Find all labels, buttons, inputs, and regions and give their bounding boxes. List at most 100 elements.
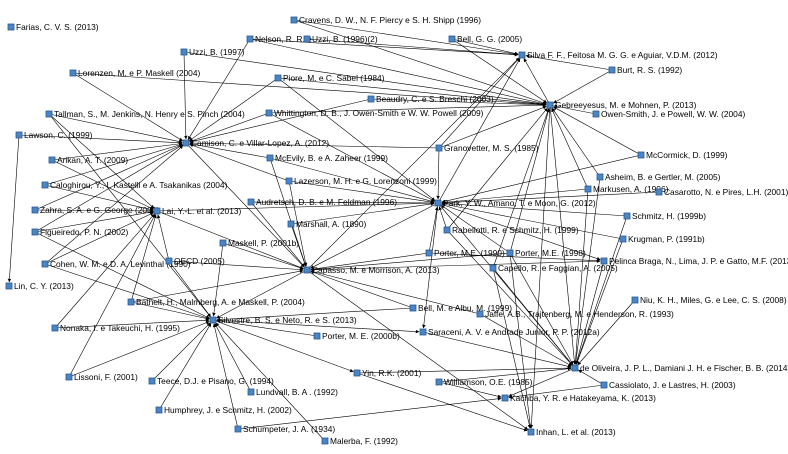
- node-cravens[interactable]: Cravens, D. W., N. F. Piercy e S. H. Shi…: [290, 15, 481, 25]
- node-marker[interactable]: [434, 199, 442, 207]
- node-mccormick[interactable]: McCormick, D. (1999): [637, 150, 728, 160]
- node-malerba[interactable]: Malerba, F. (1992): [321, 436, 398, 446]
- node-humphrey[interactable]: Humphrey, J. e Schmitz, H. (2002): [155, 405, 292, 415]
- node-marker[interactable]: [265, 109, 273, 117]
- node-marker[interactable]: [476, 310, 484, 318]
- node-marker[interactable]: [367, 95, 375, 103]
- node-cassiolato[interactable]: Cassiolato, J. e Lastres, H. (2003): [600, 380, 736, 390]
- node-marker[interactable]: [600, 257, 608, 265]
- node-marker[interactable]: [41, 181, 49, 189]
- node-marker[interactable]: [165, 257, 173, 265]
- node-marker[interactable]: [655, 188, 663, 196]
- node-caloghirou[interactable]: Caloghirou, Y., I. Kastelli e A. Tsakani…: [41, 180, 228, 190]
- node-marker[interactable]: [409, 304, 417, 312]
- node-krugman[interactable]: Krugman, P. (1991b): [619, 234, 705, 244]
- node-oecd[interactable]: OECD (2005): [165, 256, 225, 266]
- node-markusen[interactable]: Markusen, A. (1996): [584, 184, 669, 194]
- node-marker[interactable]: [419, 328, 427, 336]
- node-marker[interactable]: [148, 377, 156, 385]
- node-lorenzen[interactable]: Lorenzen, M. e P. Maskell (2004): [69, 68, 200, 78]
- node-farias[interactable]: Farias, C. V. S. (2013): [7, 22, 99, 32]
- node-marshall[interactable]: Marshall, A. (1890): [287, 219, 366, 229]
- node-arikan[interactable]: Arikan, A. T. (2009): [48, 155, 128, 165]
- node-marker[interactable]: [180, 48, 188, 56]
- node-marker[interactable]: [592, 110, 600, 118]
- node-capello[interactable]: Capello, R. e Faggian, A. (2005): [489, 263, 618, 273]
- node-marker[interactable]: [48, 156, 56, 164]
- node-saraceni[interactable]: Saraceni, A. V. e Andrade Junior, P. P. …: [419, 327, 600, 337]
- node-camison[interactable]: Camison, C. e Villar-Lopez, A. (2012): [182, 138, 329, 148]
- node-marker[interactable]: [274, 74, 282, 82]
- node-marker[interactable]: [266, 154, 274, 162]
- node-marker[interactable]: [15, 131, 23, 139]
- node-park[interactable]: Park, Y. W., Amano, T. e Moon, G. (2012): [434, 198, 596, 208]
- node-lawson[interactable]: Lawson, C. (1999): [15, 130, 93, 140]
- node-tallman[interactable]: Tallman, S., M. Jenkins, N. Henry e S. P…: [45, 109, 245, 119]
- node-marker[interactable]: [7, 23, 15, 31]
- node-casarotto[interactable]: Casarotto, N. e Pires, L.H. (2001): [655, 187, 788, 197]
- node-lin[interactable]: Lin, C. Y. (2013): [5, 281, 74, 291]
- node-piore[interactable]: Piore, M. e C. Sabel (1984): [274, 73, 385, 83]
- node-marker[interactable]: [247, 388, 255, 396]
- node-marker[interactable]: [41, 260, 49, 268]
- node-marker[interactable]: [31, 228, 39, 236]
- node-capasso[interactable]: Capasso, M. e Morrison, A. (2013): [303, 265, 440, 275]
- node-marker[interactable]: [518, 51, 526, 59]
- node-marker[interactable]: [435, 378, 443, 386]
- node-marker[interactable]: [637, 151, 645, 159]
- node-marker[interactable]: [527, 428, 535, 436]
- node-marker[interactable]: [501, 394, 509, 402]
- node-marker[interactable]: [234, 425, 242, 433]
- node-williamson[interactable]: Williamson, O.E. (1985): [435, 377, 533, 387]
- node-marker[interactable]: [303, 35, 311, 43]
- node-porter90[interactable]: Porter, M.E. (1990): [425, 248, 505, 258]
- node-whittington[interactable]: Whittington, D. B., J. Owen-Smith e W. W…: [265, 108, 484, 118]
- node-marker[interactable]: [571, 364, 579, 372]
- node-inhan[interactable]: Inhan, L. et al. (2013): [527, 427, 616, 437]
- node-porter2000[interactable]: Porter, M. E. (2000b): [313, 331, 400, 341]
- node-mcevily[interactable]: McEvily, B. e A. Zaheer (1999): [266, 153, 388, 163]
- node-marker[interactable]: [246, 35, 254, 43]
- node-marker[interactable]: [127, 298, 135, 306]
- node-schumpeter[interactable]: Schumpeter, J. A. (1934): [234, 424, 335, 434]
- node-marker[interactable]: [631, 296, 639, 304]
- node-marker[interactable]: [69, 69, 77, 77]
- node-uzzi96[interactable]: Uzzi, B. (1996)(2): [303, 34, 378, 44]
- node-marker[interactable]: [182, 139, 190, 147]
- node-marker[interactable]: [608, 66, 616, 74]
- node-marker[interactable]: [313, 332, 321, 340]
- node-marker[interactable]: [489, 264, 497, 272]
- node-teece[interactable]: Teece, D.J. e Pisano, G. (1994): [148, 376, 274, 386]
- node-asheim[interactable]: Asheim, B. e Gertler, M. (2005): [596, 172, 721, 182]
- node-zahra[interactable]: Zahra, S. A. e G. George (2002): [31, 205, 159, 215]
- node-deoliveira[interactable]: de Oliveira, J. P. L., Damiani J. H. e F…: [571, 363, 788, 373]
- node-marker[interactable]: [287, 220, 295, 228]
- node-silvestre[interactable]: Silvestre, B. S. e Neto, R. e S. (2013): [209, 315, 357, 325]
- node-lai[interactable]: Lai, Y.-L. et al. (2013): [153, 206, 242, 216]
- node-owensmith[interactable]: Owen-Smith, J. e Powell, W. W. (2004): [592, 109, 745, 119]
- node-lundvall[interactable]: Lundvall, B. A . (1992): [247, 387, 338, 397]
- node-rabellotti[interactable]: Rabellotti, R. e Schmitz, H. (1999): [443, 225, 579, 235]
- node-marker[interactable]: [353, 369, 361, 377]
- node-marker[interactable]: [51, 324, 59, 332]
- node-nelson[interactable]: Nelson, R. R. e: [246, 34, 312, 44]
- node-marker[interactable]: [209, 316, 217, 324]
- node-marker[interactable]: [45, 110, 53, 118]
- node-granovetter[interactable]: Granovetter, M. S. (1985): [435, 143, 539, 153]
- node-uzzi97[interactable]: Uzzi, B. (1997): [180, 47, 245, 57]
- node-audretsch[interactable]: Audretsch, D. B. e M. Feldman (1996): [247, 197, 397, 207]
- node-marker[interactable]: [321, 437, 329, 445]
- node-marker[interactable]: [506, 249, 514, 257]
- node-niu[interactable]: Niu, K. H., Miles, G. e Lee, C. S. (2008…: [631, 295, 787, 305]
- node-schmitz99[interactable]: Schmitz, H. (1999b): [623, 211, 706, 221]
- node-marker[interactable]: [596, 173, 604, 181]
- node-bellalbu[interactable]: Bell, M. e Albu, M. (1999): [409, 303, 512, 313]
- node-marker[interactable]: [219, 239, 227, 247]
- node-marker[interactable]: [285, 177, 293, 185]
- node-yin[interactable]: Yin, R.K. (2001): [353, 368, 421, 378]
- node-figueiredo[interactable]: Figueiredo, P. N. (2002): [31, 227, 129, 237]
- node-marker[interactable]: [303, 266, 311, 274]
- node-cohen[interactable]: Cohen, W. M. e D. A. Levinthal (1990): [41, 259, 191, 269]
- node-marker[interactable]: [619, 235, 627, 243]
- node-marker[interactable]: [247, 198, 255, 206]
